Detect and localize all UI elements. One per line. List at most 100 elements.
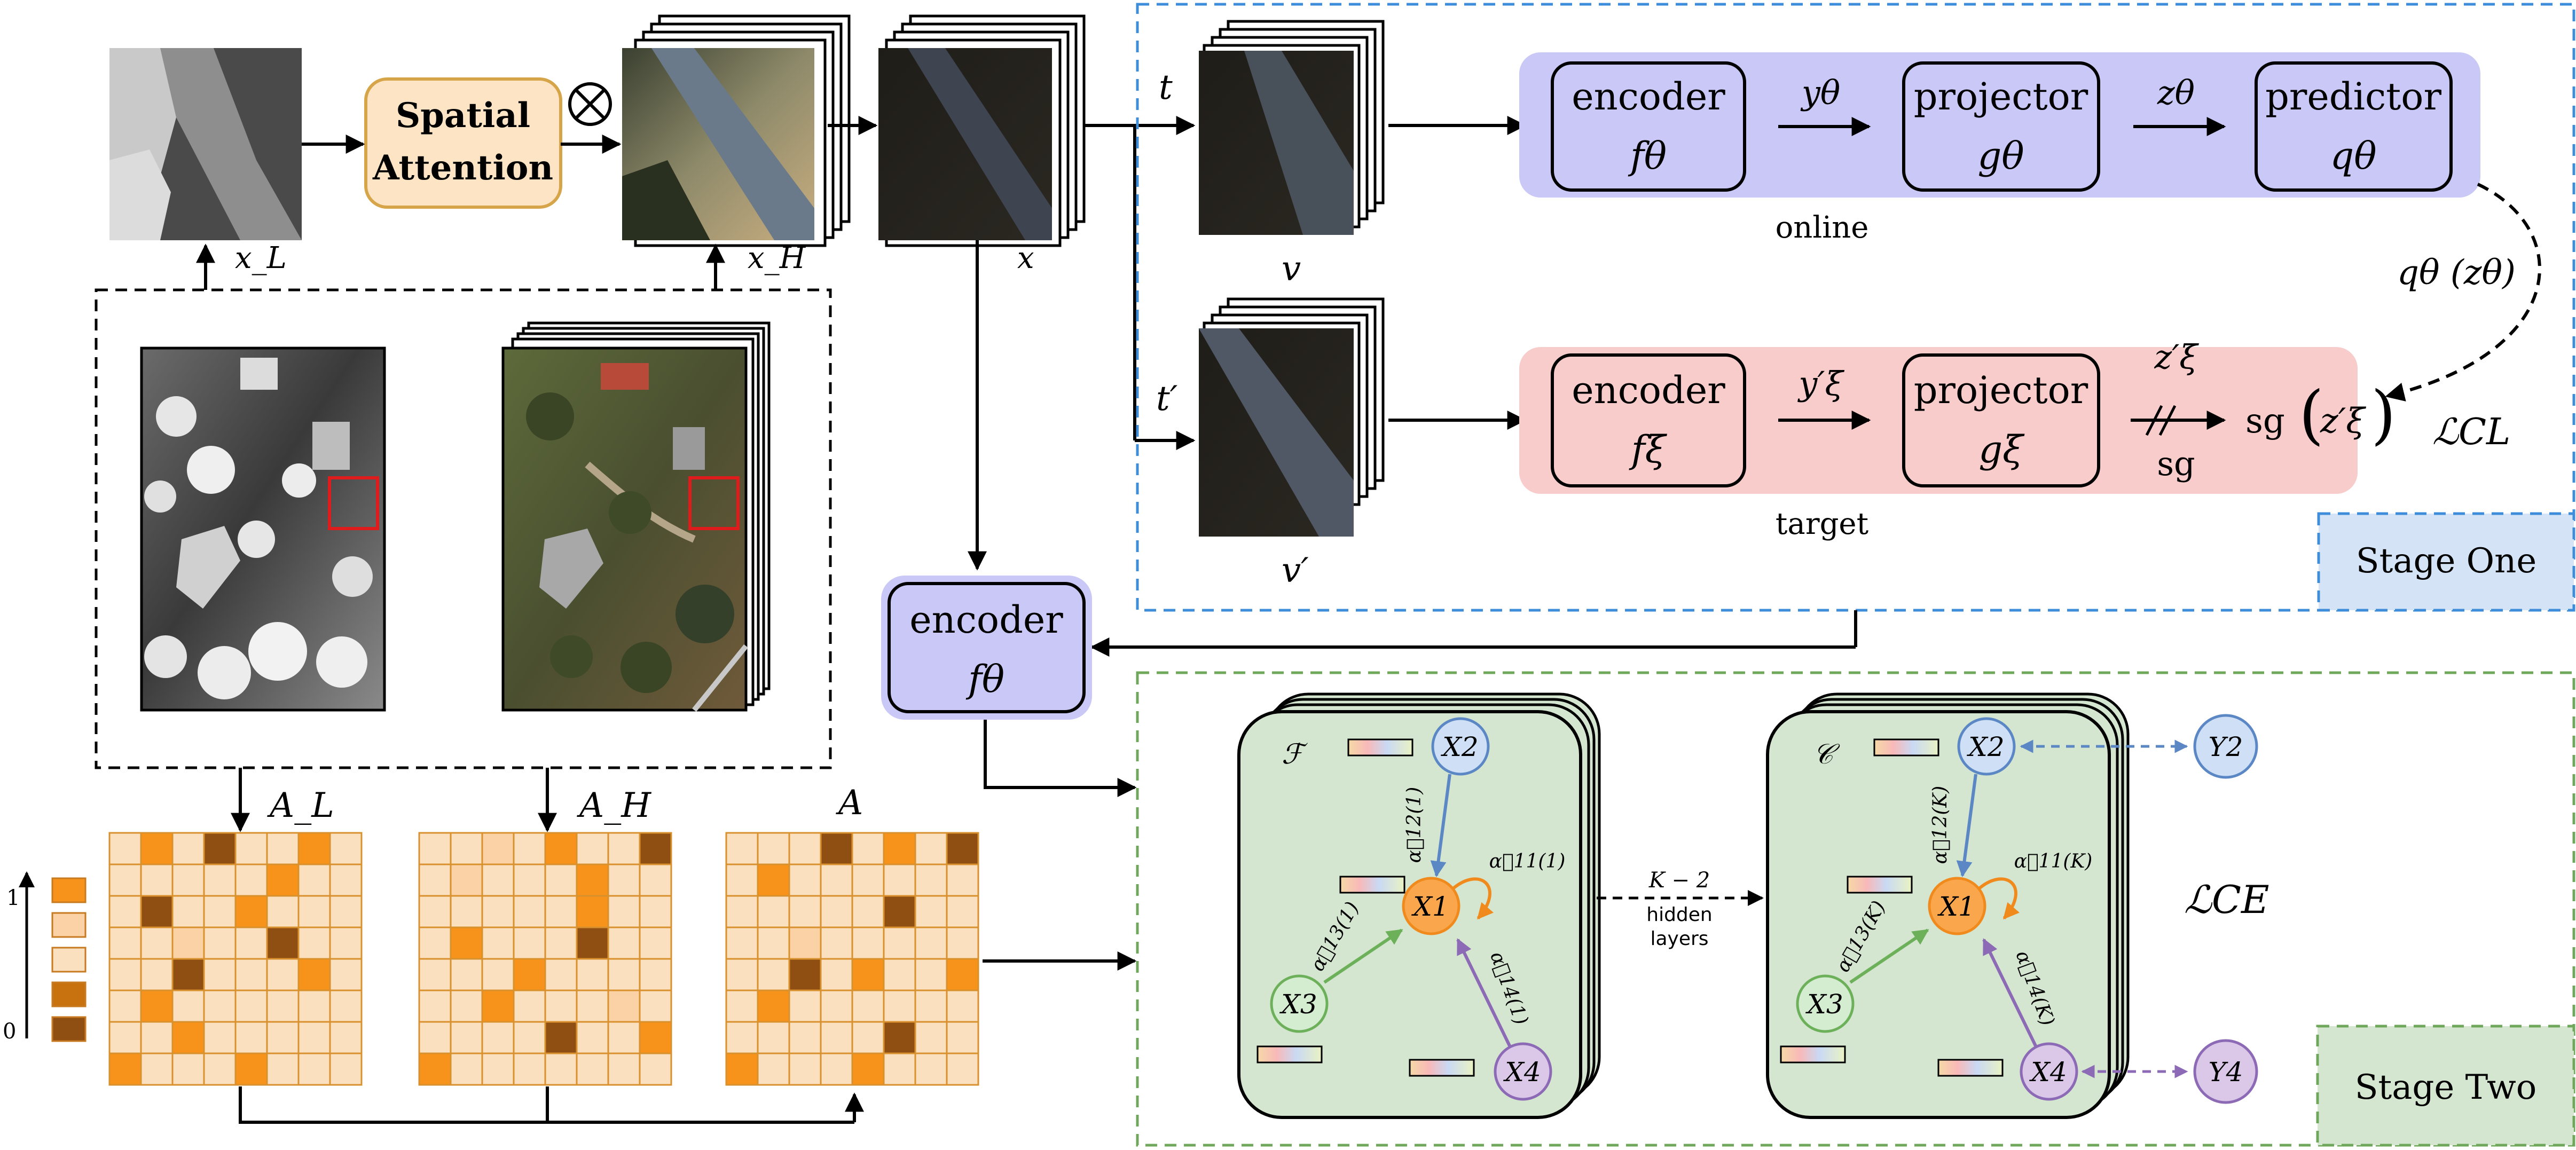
sg-right-paren: ) (2371, 378, 2396, 452)
matrix-cell (607, 863, 641, 897)
matrix-cell (607, 958, 641, 991)
matrix-cell (513, 832, 546, 865)
matrix-cell (544, 895, 578, 928)
matrix-cell (108, 926, 142, 960)
matrix-cell (234, 895, 268, 928)
matrix-cell (788, 832, 822, 865)
graph2-node-x2-label: X2 (1966, 731, 2004, 762)
matrix-cell (481, 989, 515, 1023)
adjacency-matrix-AH (418, 832, 672, 1086)
stop-gradient-slash-1 (2145, 405, 2163, 436)
colorbar-min: 0 (3, 1019, 16, 1044)
sg-expression-sg: sg (2245, 401, 2285, 441)
target-encoder-label: encoder (1572, 368, 1725, 412)
v-stack (1199, 20, 1385, 235)
matrix-cell (481, 832, 515, 865)
matrix-cell (234, 832, 268, 865)
matrix-cell (544, 863, 578, 897)
matrix-cell (757, 989, 790, 1023)
matrix-cell (544, 1052, 578, 1086)
matrix-cell (544, 1021, 578, 1054)
matrix-cell (481, 895, 515, 928)
matrix-cell (108, 1052, 142, 1086)
graph2-feature-x2 (1873, 738, 1939, 757)
t-prime-label: t′ (1156, 379, 1178, 419)
matrix-cell (639, 895, 672, 928)
online-z-label: zθ (2157, 73, 2195, 112)
matrix-cell (544, 958, 578, 991)
xL-patch (109, 48, 302, 240)
matrix-cell (914, 1052, 948, 1086)
matrix-cell (607, 1052, 641, 1086)
matrix-cell (883, 1021, 916, 1054)
matrix-cell (450, 863, 483, 897)
matrix-cell (418, 958, 452, 991)
graph1-edge-13 (1323, 928, 1403, 984)
matrix-cell (234, 989, 268, 1023)
matrix-cell (450, 989, 483, 1023)
graph2-alpha-11: α⃗11(K) (2014, 850, 2093, 872)
matrix-cell (418, 832, 452, 865)
matrix-cell (725, 895, 759, 928)
graph2-edge-12 (1956, 774, 1977, 877)
matrix-cell (266, 958, 300, 991)
graph1-node-x4 (1494, 1042, 1552, 1101)
graph2-feature-x1 (1847, 876, 1913, 894)
matrix-cell (450, 1021, 483, 1054)
matrix-cell (234, 1021, 268, 1054)
matrix-cell (140, 895, 174, 928)
matrix-cell (481, 1021, 515, 1054)
matrix-cell (788, 926, 822, 960)
online-predictor-label: predictor (2265, 75, 2441, 119)
matrix-cell (203, 1052, 237, 1086)
matrix-cell (607, 832, 641, 865)
spatial-attention-line1: Spatial (396, 96, 530, 136)
graph2-feature-x4 (1937, 1059, 2004, 1077)
matrix-cell (851, 958, 885, 991)
matrix-cell (946, 926, 979, 960)
matrix-cell (946, 832, 979, 865)
matrix-cell (576, 1021, 609, 1054)
stop-gradient-slash-2 (2158, 405, 2177, 436)
colorbar (51, 877, 87, 1042)
graph1-alpha-12: α⃗12(1) (1403, 787, 1425, 863)
matrix-cell (171, 863, 205, 897)
matrix-cell (544, 989, 578, 1023)
q-expression: qθ (zθ) (2397, 253, 2516, 293)
matrix-cell (171, 926, 205, 960)
matrix-cell (203, 958, 237, 991)
matrix-cell (757, 1052, 790, 1086)
matrix-cell (639, 832, 672, 865)
rgb-image-stack (501, 321, 771, 712)
matrix-cell (297, 863, 331, 897)
matrix-cell (914, 863, 948, 897)
matrix-cell (297, 895, 331, 928)
matrix-cell (820, 1052, 853, 1086)
matrix-cell (140, 958, 174, 991)
graph1-node-x1 (1402, 877, 1460, 935)
graph2-node-x4-label: X4 (2029, 1057, 2067, 1088)
matrix-cell (418, 989, 452, 1023)
matrix-cell (203, 989, 237, 1023)
matrix-cell (140, 926, 174, 960)
matrix-cell (171, 895, 205, 928)
matrix-cell (140, 989, 174, 1023)
matrix-cell (329, 1052, 363, 1086)
matrix-cell (171, 989, 205, 1023)
graph2-node-x1 (1928, 877, 1986, 935)
matrix-cell (513, 1021, 546, 1054)
matrix-cell (266, 1052, 300, 1086)
matrix-cell (234, 958, 268, 991)
matrix-cell (329, 863, 363, 897)
matrix-cell (266, 1021, 300, 1054)
sg-left-paren: ( (2299, 378, 2324, 452)
matrix-cell (639, 958, 672, 991)
matrix-cell (266, 863, 300, 897)
matrix-cell (914, 989, 948, 1023)
matrix-cell (329, 989, 363, 1023)
arrow-encoder2-to-stage-two (984, 720, 1137, 797)
input-images-region (95, 288, 832, 769)
graph2-edge-14 (1982, 938, 2039, 1050)
matrix-cell (820, 1021, 853, 1054)
graph1-feature-x2 (1347, 738, 1413, 757)
